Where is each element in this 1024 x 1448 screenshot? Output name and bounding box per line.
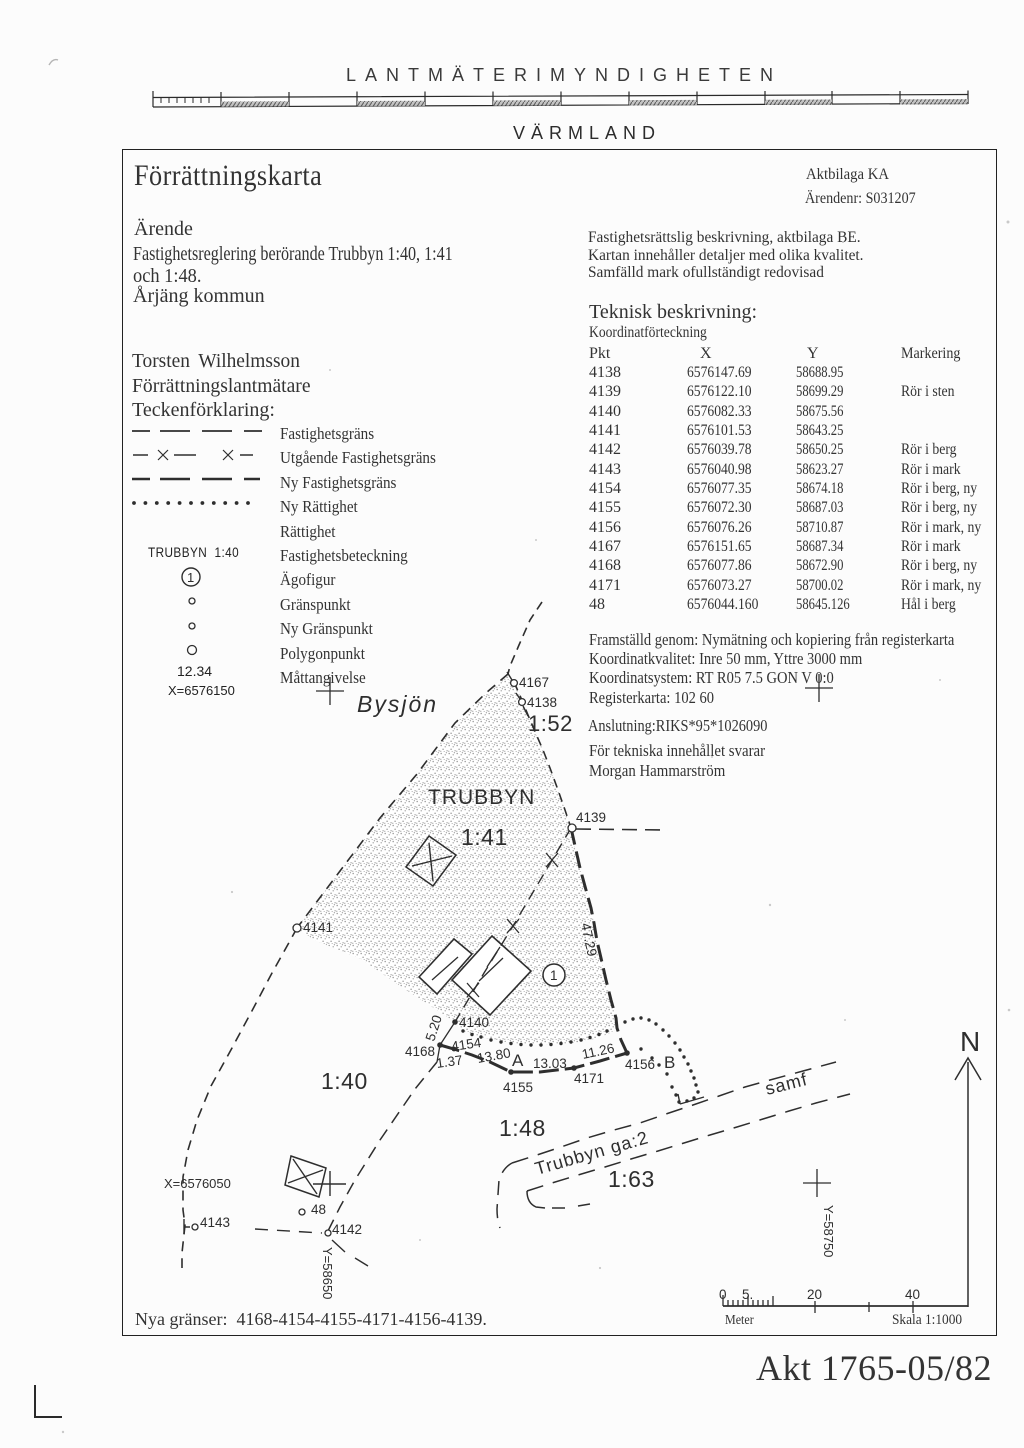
svg-text:4140: 4140 <box>459 1015 489 1030</box>
svg-text:4139: 4139 <box>576 810 606 825</box>
svg-text:A: A <box>512 1051 524 1070</box>
svg-text:X=6576050: X=6576050 <box>164 1176 231 1191</box>
svg-text:0: 0 <box>719 1287 727 1302</box>
svg-text:Y=58750: Y=58750 <box>821 1205 836 1257</box>
svg-text:4171: 4171 <box>574 1071 604 1086</box>
svg-text:N: N <box>960 1026 980 1057</box>
svg-text:48: 48 <box>311 1202 326 1217</box>
svg-text:1.37: 1.37 <box>435 1052 463 1071</box>
svg-text:4168: 4168 <box>405 1044 435 1059</box>
svg-text:4142: 4142 <box>332 1222 362 1237</box>
svg-text:Y=58650: Y=58650 <box>320 1247 335 1299</box>
svg-text:TRUBBYN: TRUBBYN <box>428 786 535 809</box>
svg-text:1:48: 1:48 <box>499 1115 546 1141</box>
svg-text:4154: 4154 <box>450 1035 482 1054</box>
svg-text:samf: samf <box>763 1069 810 1099</box>
svg-text:5.: 5. <box>742 1287 753 1302</box>
svg-text:Bysjön: Bysjön <box>357 691 438 717</box>
svg-text:47.29: 47.29 <box>578 922 600 958</box>
svg-text:1:40: 1:40 <box>321 1068 368 1094</box>
svg-text:1:41: 1:41 <box>461 824 508 850</box>
svg-text:4141: 4141 <box>303 920 333 935</box>
svg-text:1: 1 <box>187 570 194 585</box>
svg-text:4156: 4156 <box>625 1057 655 1072</box>
svg-text:B: B <box>664 1053 675 1072</box>
svg-text:5.20: 5.20 <box>423 1013 445 1043</box>
svg-text:4167: 4167 <box>519 675 549 690</box>
svg-text:1:52: 1:52 <box>528 711 573 736</box>
svg-text:1:63: 1:63 <box>608 1166 655 1192</box>
svg-text:1: 1 <box>550 968 558 983</box>
svg-text:13.03: 13.03 <box>533 1056 567 1071</box>
svg-text:11.26: 11.26 <box>581 1040 616 1061</box>
svg-text:4143: 4143 <box>200 1215 230 1230</box>
svg-text:4155: 4155 <box>503 1080 533 1095</box>
svg-text:40: 40 <box>905 1287 920 1302</box>
svg-text:20: 20 <box>807 1287 822 1302</box>
svg-text:4138: 4138 <box>527 695 557 710</box>
svg-text:13.80: 13.80 <box>476 1045 512 1066</box>
